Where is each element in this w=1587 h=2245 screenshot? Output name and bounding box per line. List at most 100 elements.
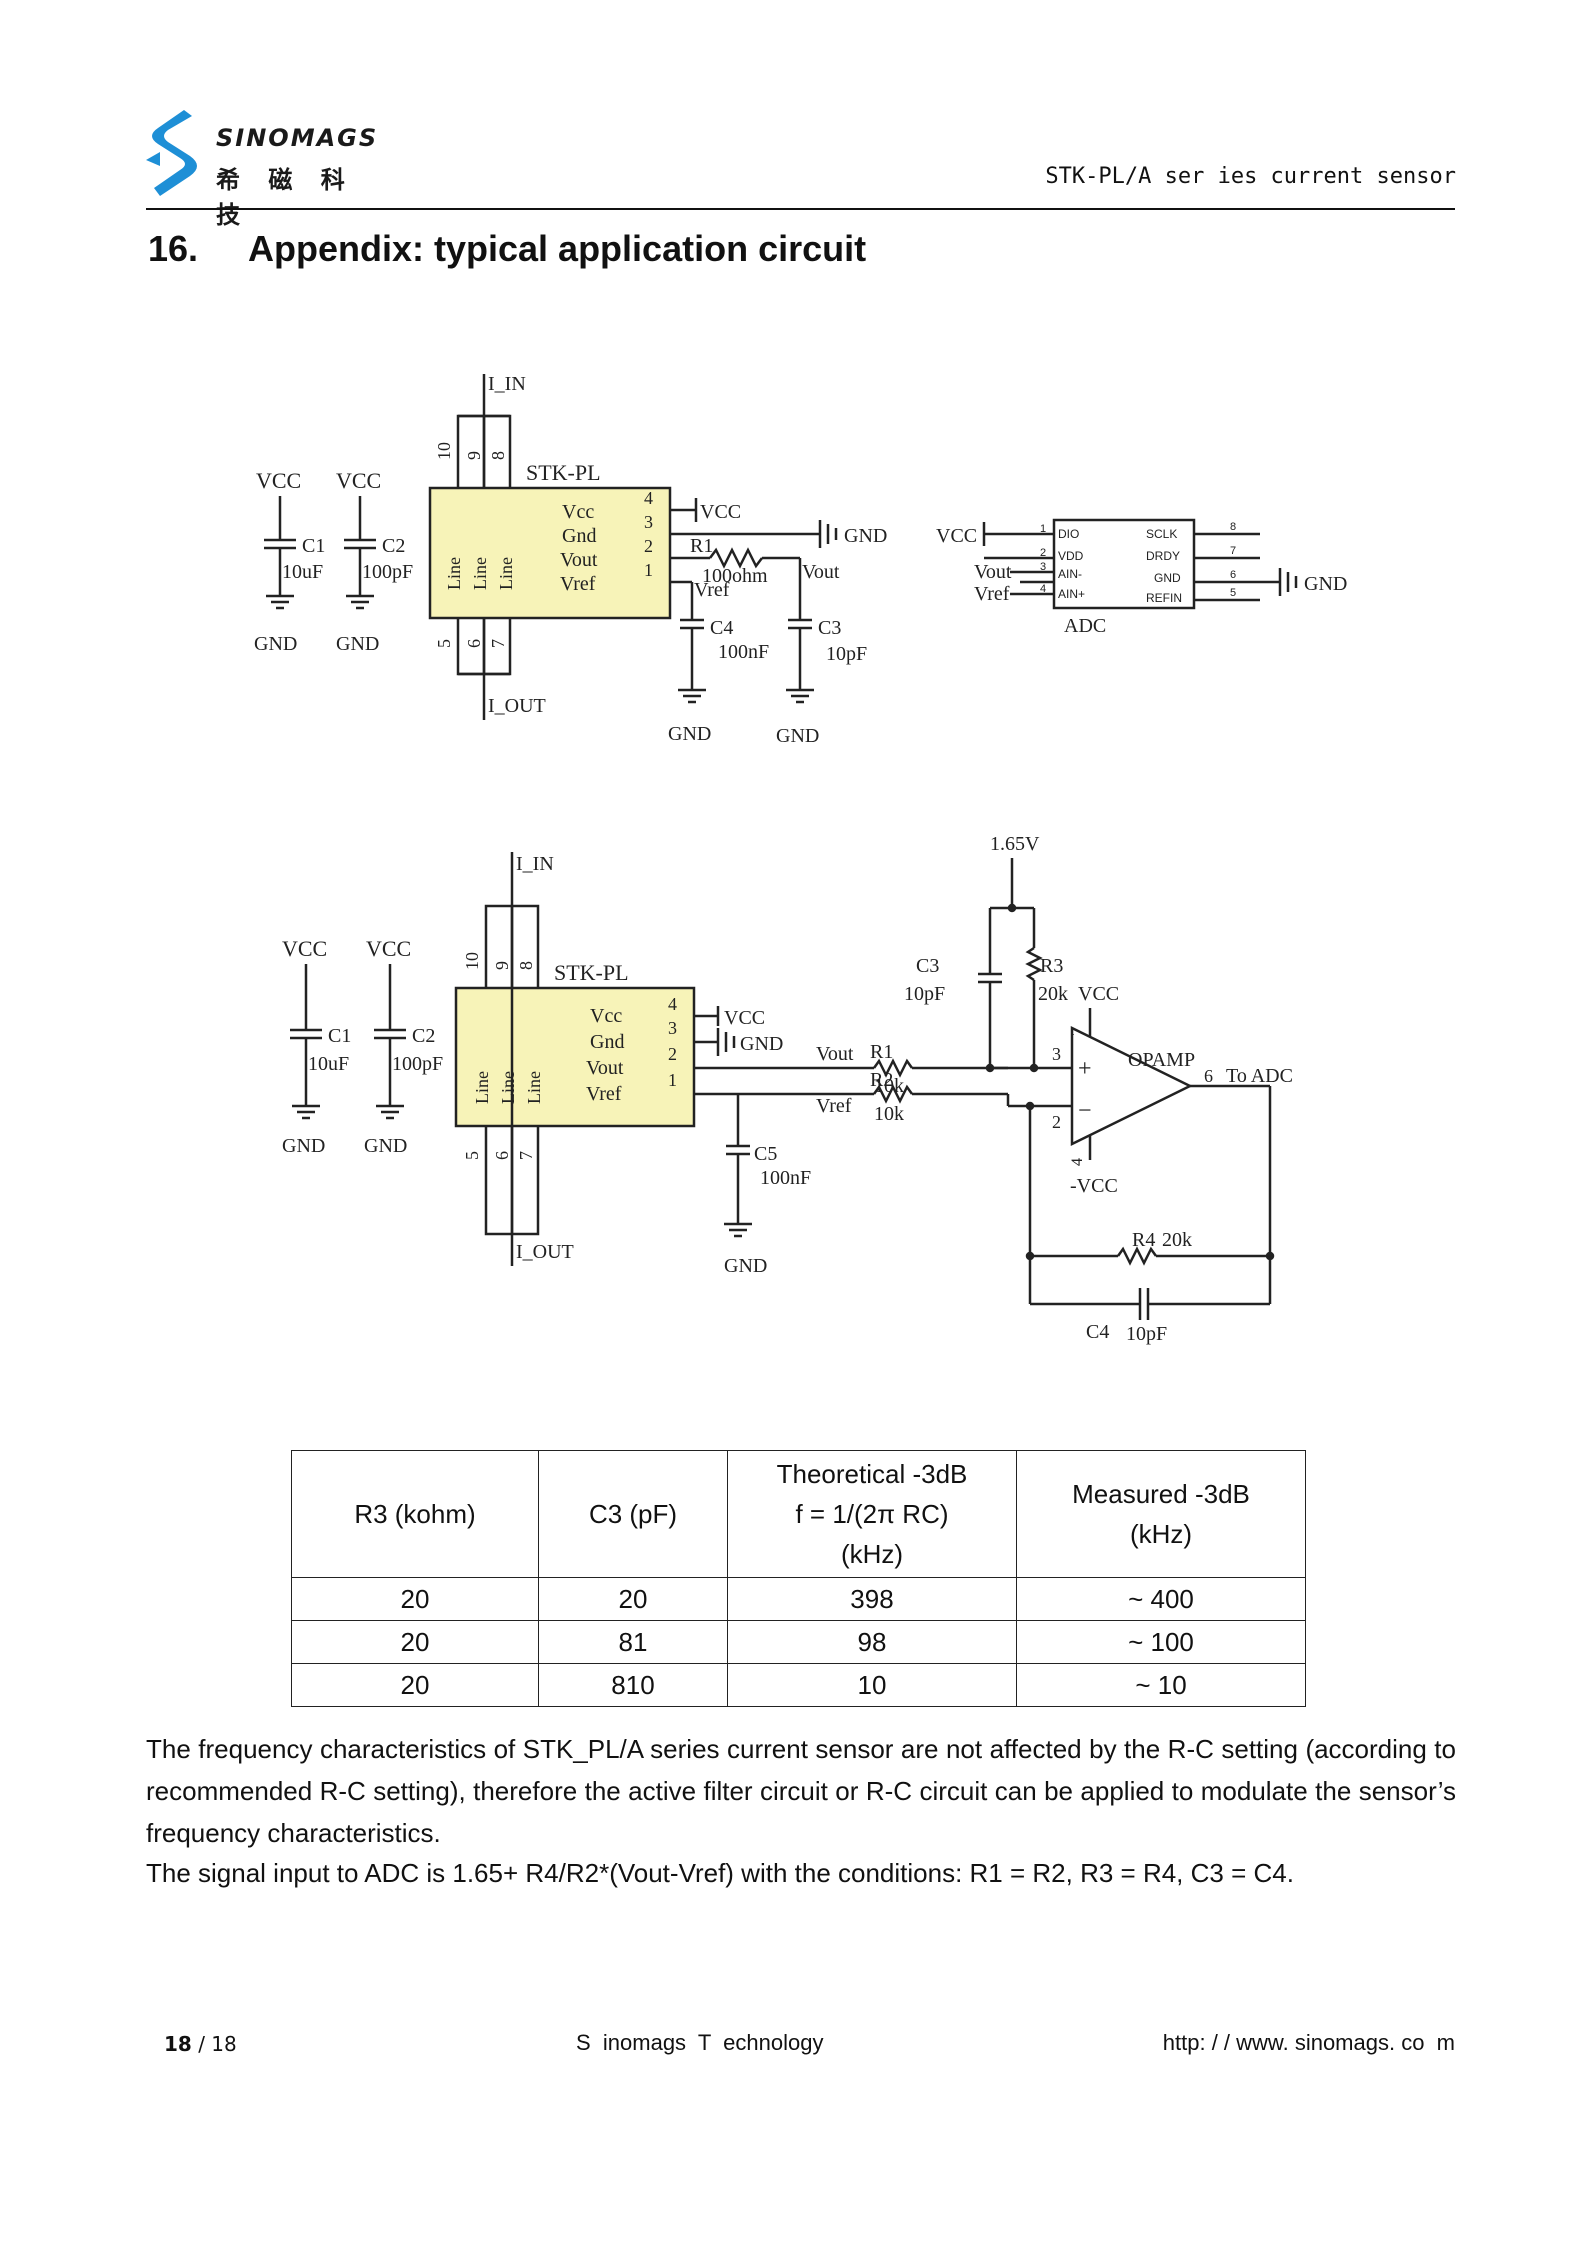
c2-pin-6: 6 [492, 1151, 512, 1160]
c2-r1-label: R1 [870, 1041, 893, 1063]
adc-pin-8-num: 8 [1230, 521, 1236, 533]
c1-pin-2-num: 2 [644, 536, 653, 556]
footer-website-link[interactable]: http: / / www. sinomags. co m [1162, 2030, 1455, 2055]
c1-pin-6: 6 [464, 639, 484, 648]
c1-c4-label: C4 [710, 617, 733, 639]
col-r3: R3 (kohm) [291, 1450, 539, 1578]
c2-pin-5: 5 [462, 1151, 482, 1160]
table-cell: 10 [727, 1663, 1017, 1707]
c2-pin-4-num: 4 [668, 994, 677, 1014]
adc-pin-3-num: 3 [1040, 561, 1046, 573]
table-cell: ~ 100 [1016, 1620, 1306, 1664]
c1-line-label-3: Line [496, 557, 516, 590]
sinomags-logo-icon [146, 110, 197, 196]
section-heading: 16.Appendix: typical application circuit [148, 228, 866, 270]
c1-adc-vcc-label: VCC [936, 525, 977, 547]
c2-r4-label: R4 [1132, 1229, 1155, 1251]
c1-iin-label: I_IN [488, 373, 526, 395]
c1-adc-gnd-label: GND [1304, 573, 1347, 595]
c1-pin-5: 5 [434, 639, 454, 648]
opamp-pin-4: 4 [1069, 1158, 1086, 1166]
page-current: 18 [164, 2032, 192, 2056]
c1-gnd-right-label: GND [844, 525, 887, 547]
c1-value: 10uF [282, 561, 323, 583]
c2-c2-gnd-label: GND [364, 1135, 407, 1157]
adc-pin-7-num: 7 [1230, 545, 1236, 557]
c2-vout-label: Vout [816, 1043, 854, 1065]
c1-pin-vcc-name: Vcc [562, 501, 594, 523]
circuit-diagram-active-filter: VCC C1 10uF GND VCC C2 100pF GND I_IN I_… [260, 820, 1340, 1380]
c1-r1-label: R1 [690, 535, 713, 557]
col-measured-line1: Measured -3dB [1072, 1479, 1250, 1509]
opamp-plus-sign: + [1078, 1056, 1092, 1082]
col-c3: C3 (pF) [538, 1450, 728, 1578]
adc-pin-4-num: 4 [1040, 583, 1046, 595]
header-series-title: STK-PL/A ser ies current sensor [1045, 164, 1456, 189]
brand-name-en: SINOMAGS [216, 124, 379, 152]
c1-pin-3-num: 3 [644, 512, 653, 532]
table-row: 20 81 98 ~ 100 [291, 1620, 1306, 1664]
c2-pin-9: 9 [492, 961, 512, 970]
table-cell: ~ 10 [1016, 1663, 1306, 1707]
c2-r2-value: 10k [874, 1103, 904, 1125]
c2-c1-gnd-label: GND [282, 1135, 325, 1157]
circuit-diagram-rc-filter: VCC C1 10uF GND VCC C2 100pF GND I_IN I_… [240, 360, 1390, 760]
section-number: 16. [148, 228, 199, 269]
c1-pin-vout-name: Vout [560, 549, 598, 571]
c2-sensor-name: STK-PL [554, 960, 629, 985]
header-divider [146, 208, 1455, 210]
opamp-pin-7: 7 [1069, 1028, 1086, 1036]
frequency-response-table: R3 (kohm) C3 (pF) Theoretical -3dB f = 1… [291, 1450, 1306, 1707]
col-theoretical-line2: f = 1/(2π RC) [795, 1499, 949, 1529]
c2-c1-vcc-label: VCC [282, 936, 327, 961]
table-cell: 81 [538, 1620, 728, 1664]
c2-pin-10: 10 [462, 952, 482, 970]
col-theoretical-line3: (kHz) [840, 1539, 904, 1569]
table-cell: 20 [538, 1577, 728, 1621]
c2-iout-label: I_OUT [516, 1241, 574, 1263]
c1-r1-value: 100ohm [702, 565, 768, 587]
c1-pin-9: 9 [464, 451, 484, 460]
c2-c4-label: C4 [1086, 1321, 1109, 1343]
adc-pin-6-num: 6 [1230, 569, 1236, 581]
c2-c5-gnd-label: GND [724, 1255, 767, 1277]
adc-pin-refin: REFIN [1146, 591, 1182, 605]
col-measured-line2: (kHz) [1129, 1519, 1193, 1549]
c2-c1-label: C1 [328, 1025, 351, 1047]
c1-pin-7: 7 [488, 639, 508, 648]
c2-line-label-2: Line [498, 1071, 518, 1104]
adc-pin-dio: DIO [1058, 527, 1079, 541]
table-row: 20 20 398 ~ 400 [291, 1577, 1306, 1621]
adc-pin-gnd: GND [1154, 571, 1181, 585]
table-cell: 98 [727, 1620, 1017, 1664]
c2-r3-label: R3 [1040, 955, 1063, 977]
adc-pin-ain-plus: AIN+ [1058, 587, 1085, 601]
c2-c2-vcc-label: VCC [366, 936, 411, 961]
c2-to-adc-label: To ADC [1226, 1065, 1293, 1087]
c1-c3-gnd-label: GND [776, 725, 819, 747]
c1-pin-10: 10 [434, 442, 454, 460]
c2-c5-value: 100nF [760, 1167, 811, 1189]
c2-pin-7: 7 [516, 1151, 536, 1160]
c1-label: C1 [302, 535, 325, 557]
c2-c4-value: 10pF [1126, 1323, 1167, 1345]
opamp-label: OPAMP [1128, 1049, 1195, 1071]
c2-label: C2 [382, 535, 405, 557]
c2-c2-value: 100pF [392, 1053, 443, 1075]
c2-c2-label: C2 [412, 1025, 435, 1047]
c2-pin-vref-name: Vref [586, 1083, 622, 1105]
c1-c3-label: C3 [818, 617, 841, 639]
c1-adc-vout-label: Vout [974, 561, 1012, 583]
c2-pin-1-num: 1 [668, 1070, 677, 1090]
brand-name-cn: 希 磁 科 技 [216, 166, 355, 229]
footer-company: S inomags T echnology [576, 2030, 824, 2055]
c1-adc-vref-label: Vref [974, 583, 1010, 605]
c1-gnd-label: GND [254, 633, 297, 655]
c2-c3-label: C3 [916, 955, 939, 977]
opamp-pin-2: 2 [1052, 1112, 1061, 1132]
table-cell: 20 [291, 1577, 539, 1621]
c1-iout-label: I_OUT [488, 695, 546, 717]
c2-neg-vcc-label: -VCC [1070, 1175, 1118, 1197]
c1-sensor-name: STK-PL [526, 460, 601, 485]
c1-vcc-label: VCC [256, 468, 301, 493]
